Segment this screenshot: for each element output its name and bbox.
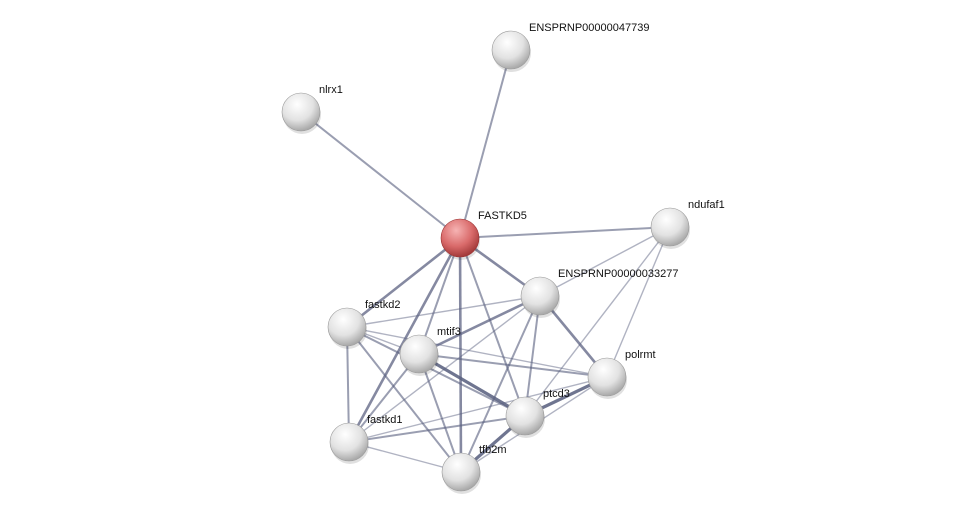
edge-ndufaf1-ENSPRNP00000033277[interactable] <box>539 226 671 297</box>
edge-fastkd2-ptcd3[interactable] <box>346 326 526 417</box>
node-ball[interactable] <box>329 422 369 462</box>
node-polrmt[interactable]: polrmt <box>587 349 656 399</box>
edge-FASTKD5-tfb2m[interactable] <box>458 237 463 473</box>
node-ndufaf1[interactable]: ndufaf1 <box>650 199 725 249</box>
node-label: mtif3 <box>437 326 461 338</box>
edge-fastkd1-tfb2m[interactable] <box>348 441 462 473</box>
node-mtif3[interactable]: mtif3 <box>399 326 461 376</box>
edge-mtif3-tfb2m[interactable] <box>418 353 462 473</box>
node-label: tfb2m <box>479 444 507 456</box>
edge-fastkd2-polrmt[interactable] <box>346 326 608 378</box>
node-label: nlrx1 <box>319 84 343 96</box>
node-ball[interactable] <box>491 30 531 70</box>
node-label: fastkd1 <box>367 414 402 426</box>
node-label: FASTKD5 <box>478 210 527 222</box>
edge-ndufaf1-ptcd3[interactable] <box>524 226 671 417</box>
node-FASTKD5[interactable]: FASTKD5 <box>440 210 527 260</box>
node-label: ENSPRNP00000033277 <box>558 268 678 280</box>
node-ENSPRNP00000033277[interactable]: ENSPRNP00000033277 <box>520 268 678 318</box>
edge-fastkd2-tfb2m[interactable] <box>346 326 462 473</box>
edge-ndufaf1-polrmt[interactable] <box>606 226 671 378</box>
node-ball[interactable] <box>327 307 367 347</box>
edge-ptcd3-fastkd1[interactable] <box>348 415 526 443</box>
edge-ENSPRNP00000033277-fastkd2[interactable] <box>346 295 541 328</box>
node-ENSPRNP00000047739[interactable]: ENSPRNP00000047739 <box>491 22 649 72</box>
edge-FASTKD5-ptcd3[interactable] <box>459 237 526 417</box>
node-fastkd2[interactable]: fastkd2 <box>327 299 400 349</box>
edge-ENSPRNP00000033277-mtif3[interactable] <box>418 294 541 356</box>
node-ball[interactable] <box>520 276 560 316</box>
node-nlrx1[interactable]: nlrx1 <box>281 84 343 134</box>
edge-FASTKD5-ENSPRNP00000047739[interactable] <box>459 49 512 239</box>
node-label: ENSPRNP00000047739 <box>529 22 649 34</box>
node-ball[interactable] <box>587 357 627 397</box>
node-ball[interactable] <box>281 92 321 132</box>
edge-FASTKD5-mtif3[interactable] <box>418 237 461 355</box>
node-ball[interactable] <box>440 218 480 258</box>
node-label: ndufaf1 <box>688 199 725 211</box>
edge-ENSPRNP00000033277-ptcd3[interactable] <box>524 295 541 417</box>
edge-FASTKD5-ndufaf1[interactable] <box>459 226 671 239</box>
edge-FASTKD5-fastkd2[interactable] <box>346 236 461 329</box>
node-ball[interactable] <box>650 207 690 247</box>
node-label: ptcd3 <box>543 388 570 400</box>
edge-FASTKD5-fastkd1[interactable] <box>347 237 462 443</box>
node-ball[interactable] <box>441 452 481 492</box>
node-ptcd3[interactable]: ptcd3 <box>505 388 570 438</box>
edge-mtif3-ptcd3[interactable] <box>418 352 526 418</box>
edge-mtif3-polrmt[interactable] <box>418 353 608 378</box>
node-label: polrmt <box>625 349 656 361</box>
edge-FASTKD5-nlrx1[interactable] <box>300 111 461 239</box>
node-fastkd1[interactable]: fastkd1 <box>329 414 402 464</box>
node-ball[interactable] <box>505 396 545 436</box>
node-label: fastkd2 <box>365 299 400 311</box>
node-ball[interactable] <box>399 334 439 374</box>
node-tfb2m[interactable]: tfb2m <box>441 444 507 494</box>
edge-polrmt-fastkd1[interactable] <box>348 376 608 443</box>
edge-ENSPRNP00000033277-tfb2m[interactable] <box>460 295 541 473</box>
